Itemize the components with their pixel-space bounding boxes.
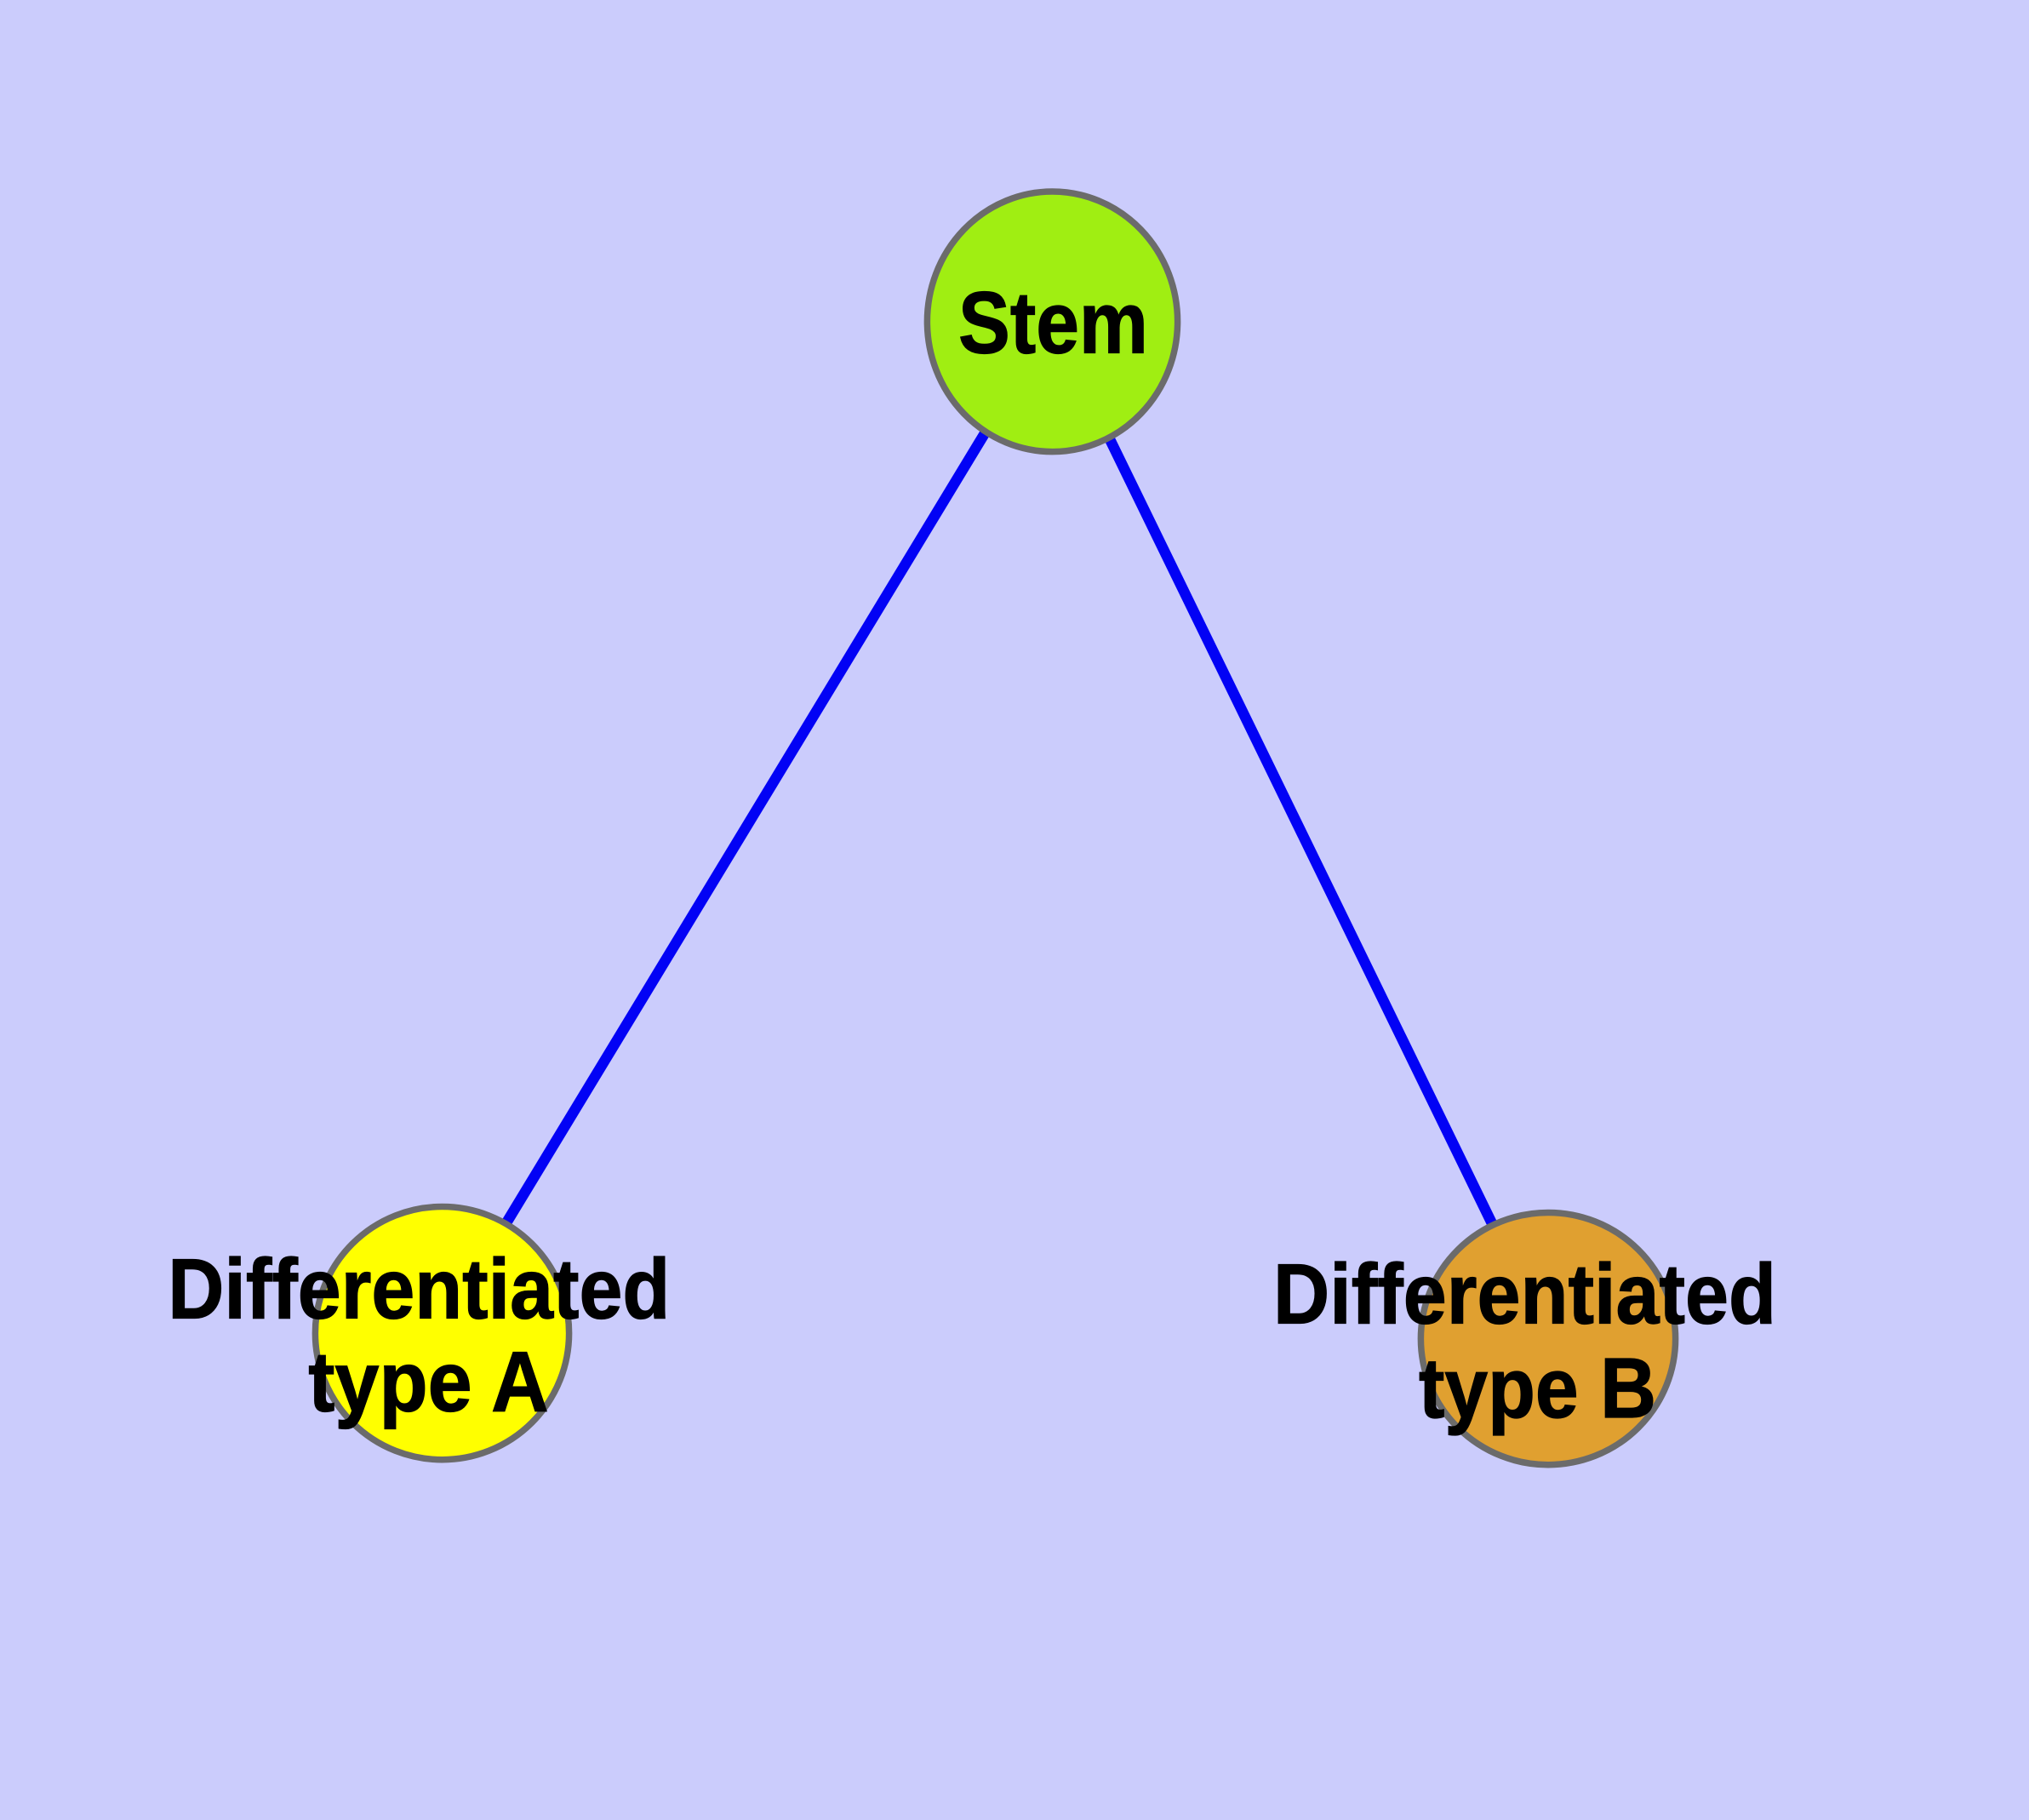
svg-text:Differentiated: Differentiated — [1273, 1247, 1776, 1342]
svg-text:type A: type A — [308, 1334, 549, 1429]
svg-text:Differentiated: Differentiated — [168, 1241, 670, 1336]
svg-text:Stem: Stem — [958, 274, 1148, 372]
svg-text:type B: type B — [1419, 1341, 1656, 1436]
